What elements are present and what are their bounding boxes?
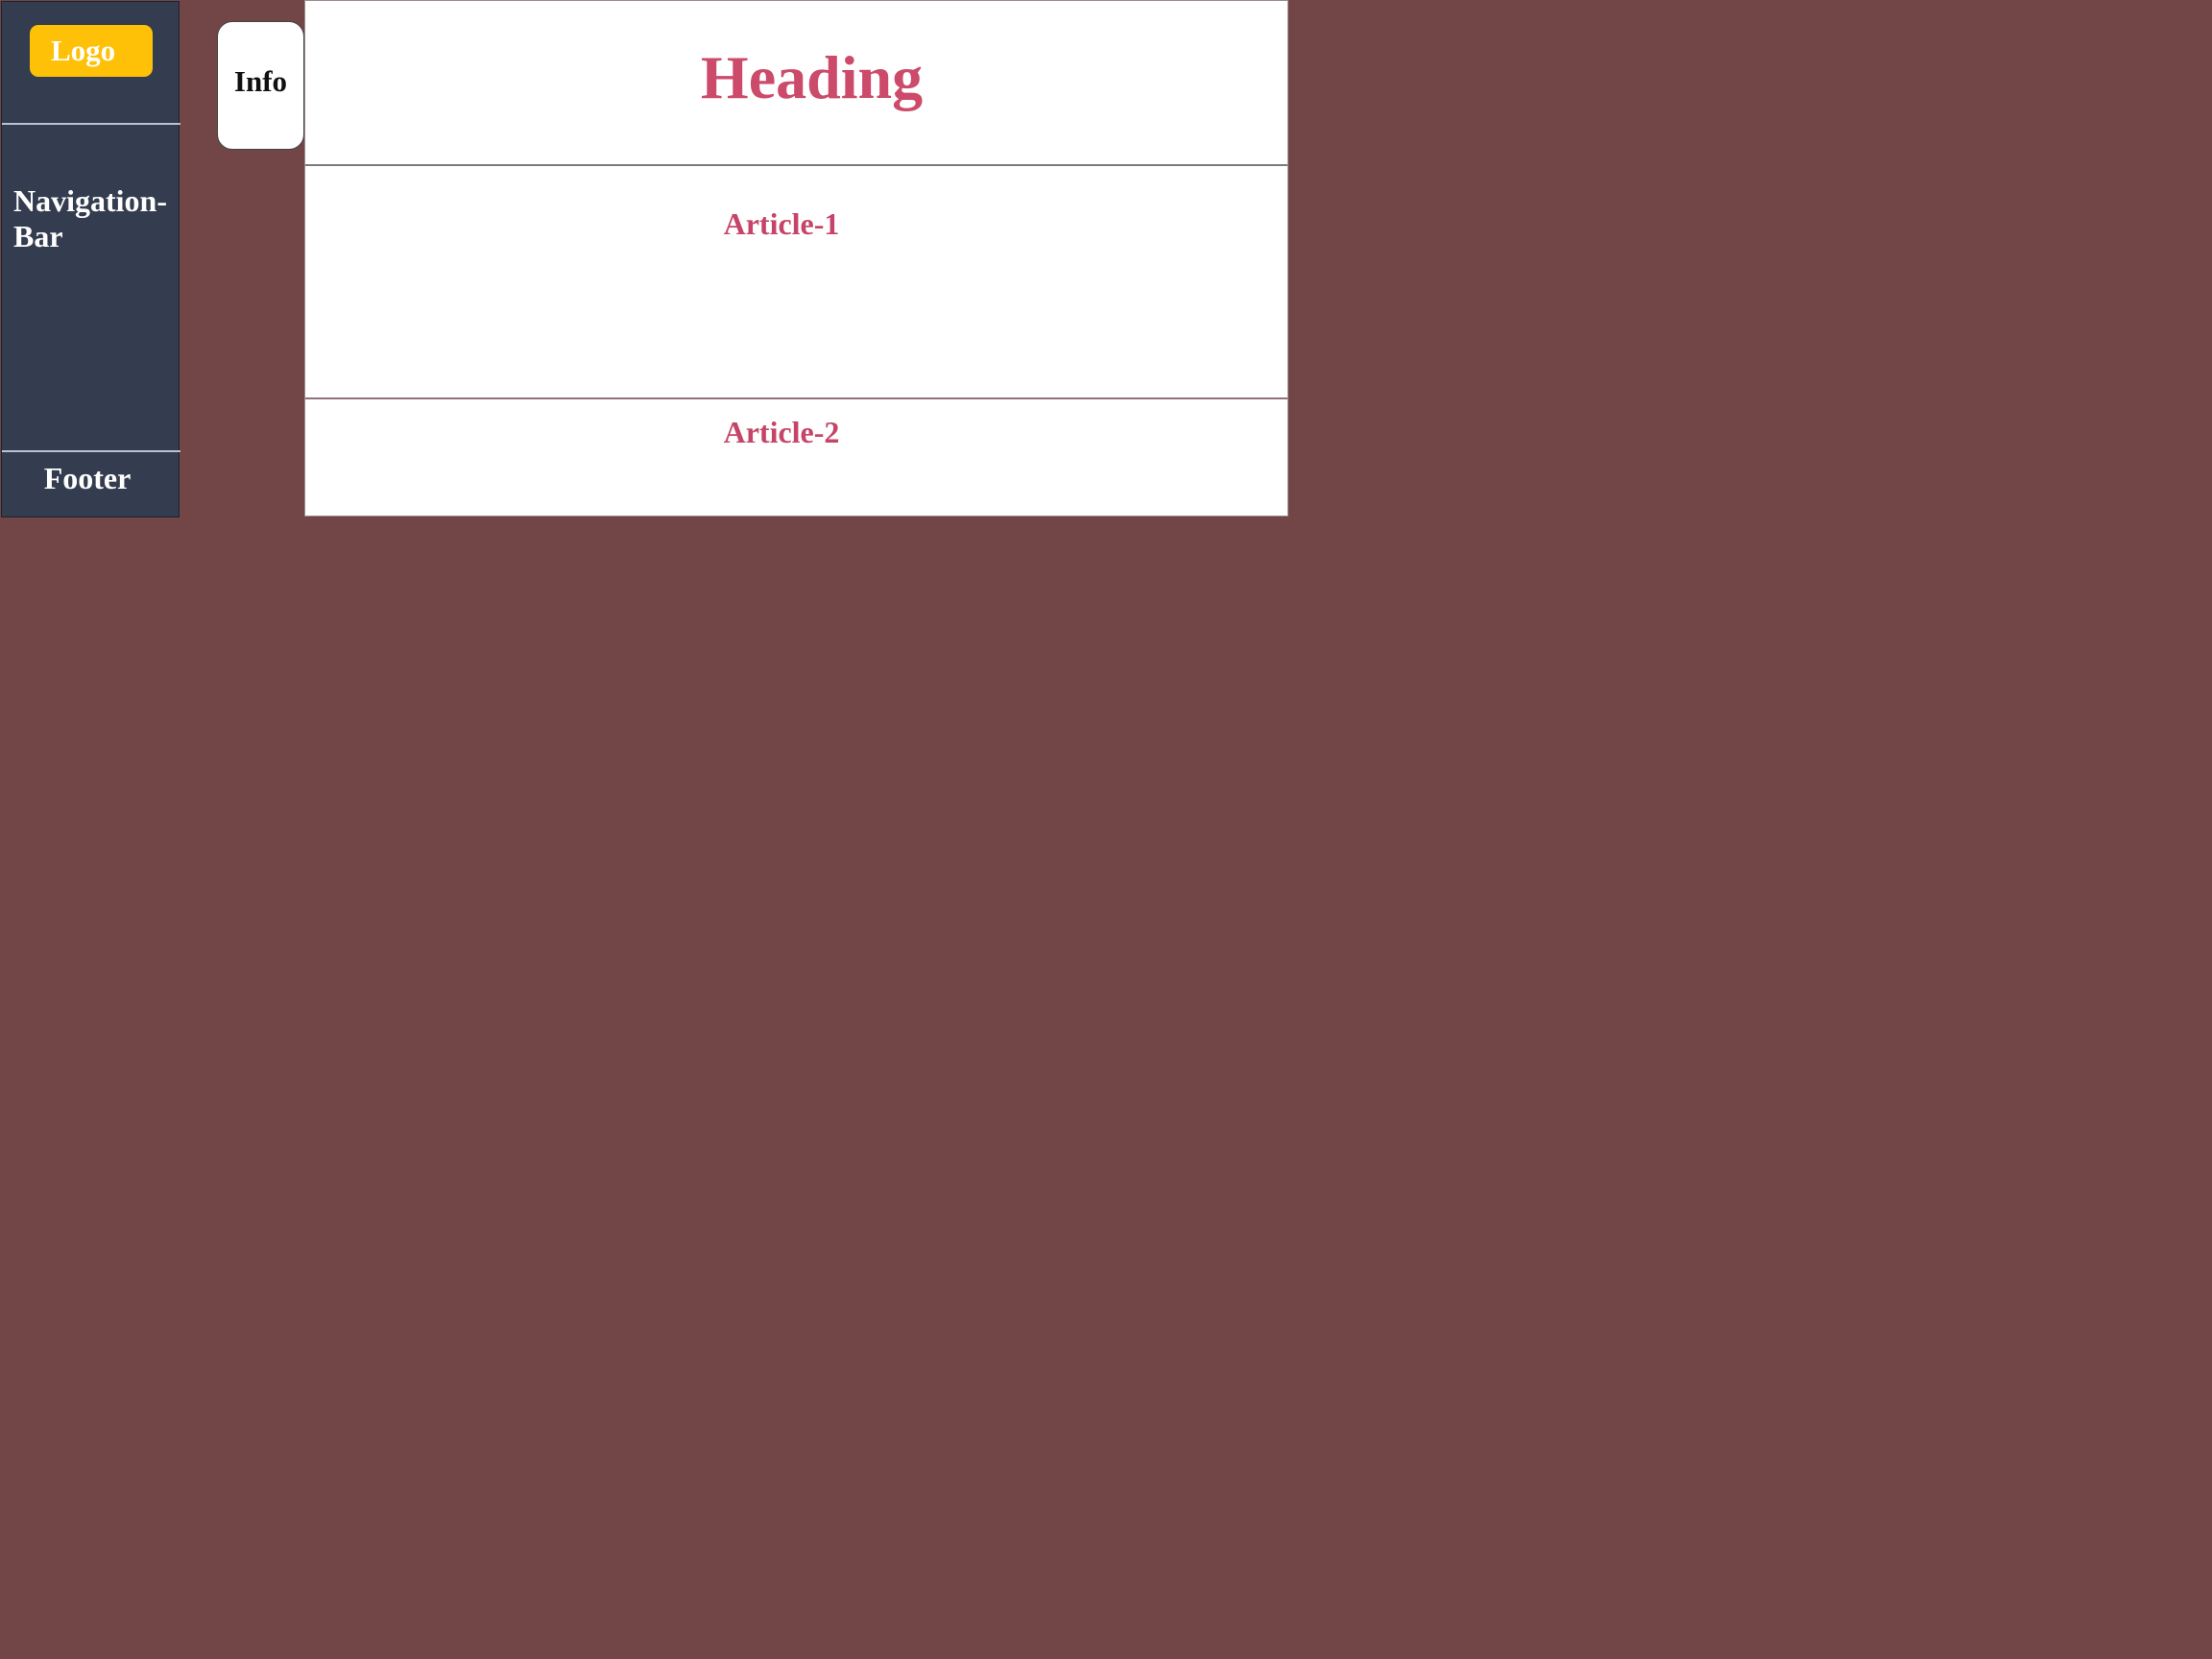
article-2: Article-2 — [305, 399, 1287, 516]
page-header: Heading — [305, 1, 1287, 166]
article-1: Article-1 — [305, 166, 1287, 399]
logo-button[interactable]: Logo — [30, 25, 153, 77]
footer: Footer — [43, 461, 132, 495]
info-tab[interactable]: Info — [217, 21, 304, 150]
info-tab-label: Info — [233, 64, 288, 98]
sidebar-divider-bottom — [2, 450, 180, 452]
navigation-bar[interactable]: Navigation-Bar — [13, 183, 167, 253]
article-title: Article-2 — [723, 415, 840, 449]
sidebar: Logo Navigation-Bar Footer — [1, 1, 180, 517]
main-content: Heading Article-1 Article-2 — [304, 0, 1288, 517]
page-title: Heading — [700, 43, 924, 111]
sidebar-divider-top — [2, 123, 180, 125]
article-title: Article-1 — [723, 206, 840, 241]
